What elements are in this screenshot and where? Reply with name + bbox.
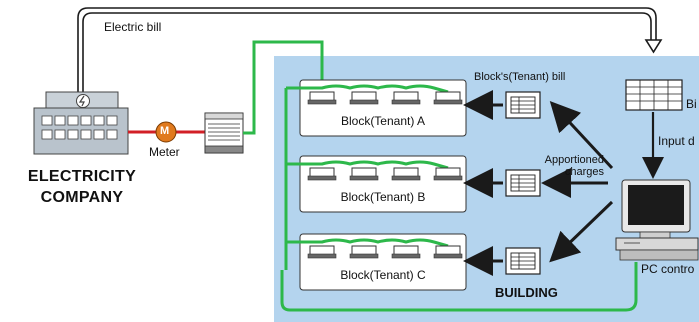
indoor-unit-icon [307, 167, 337, 181]
apportioned-line1: Apportioned [544, 154, 604, 166]
pc-control-label: PC contro [641, 262, 695, 276]
block-label: Block(Tenant) B [340, 190, 426, 204]
indoor-unit-icon [391, 91, 421, 105]
tenant-bill-icon [505, 169, 541, 197]
company-label-line2: COMPANY [40, 189, 124, 206]
input-data-label: Input d [658, 134, 695, 148]
indoor-unit-icon [391, 245, 421, 259]
billing-table-icon [625, 79, 683, 111]
meter-icon [155, 121, 177, 143]
green-unit-wire [286, 84, 449, 94]
tenant-bill-icon [505, 247, 541, 275]
company-window [93, 129, 105, 140]
tenant-bill-label: Block's(Tenant) bill [474, 71, 566, 83]
tenant-bill-icon [505, 91, 541, 119]
company-window [41, 129, 53, 140]
pc-icon [615, 179, 699, 261]
block-label: Block(Tenant) A [340, 114, 426, 128]
indoor-unit-icon [433, 167, 463, 181]
indoor-unit-icon [391, 167, 421, 181]
company-window [106, 115, 118, 126]
pc-to-bill-c-arrow [549, 200, 614, 263]
company-window [54, 129, 66, 140]
company-window [106, 129, 118, 140]
apportioned-charges-label: Apportioned charges [532, 154, 604, 178]
indoor-unit-icon [433, 91, 463, 105]
company-window [67, 115, 79, 126]
green-supply-wire [243, 40, 324, 135]
billing-data-label: Bi [686, 97, 697, 111]
indoor-unit-icon [307, 91, 337, 105]
company-label-line1: ELECTRICITY [27, 168, 137, 185]
indoor-unit-icon [349, 167, 379, 181]
green-unit-wire [286, 238, 449, 248]
block-tenant-c [286, 233, 467, 291]
block-label: Block(Tenant) C [340, 268, 426, 282]
meter-label: Meter [149, 145, 180, 159]
indoor-unit-icon [349, 91, 379, 105]
company-label: ELECTRICITY COMPANY [18, 166, 146, 208]
company-window [80, 129, 92, 140]
indoor-unit-icon [433, 245, 463, 259]
electric-bill-label: Electric bill [104, 20, 162, 34]
indoor-unit-icon [349, 245, 379, 259]
indoor-unit-icon [307, 245, 337, 259]
building-label: BUILDING [495, 285, 558, 300]
company-window [54, 115, 66, 126]
outdoor-unit-icon [204, 112, 244, 154]
company-window [67, 129, 79, 140]
green-control-wire [280, 262, 638, 312]
green-unit-wire [286, 160, 449, 170]
company-window [80, 115, 92, 126]
block-tenant-b [286, 155, 467, 213]
company-window [41, 115, 53, 126]
pc-to-bill-a-arrow [549, 101, 614, 170]
meter-symbol: M [160, 125, 170, 137]
block-tenant-a [286, 79, 467, 137]
electric-bill-line [77, 7, 663, 92]
apportioned-line2: charges [564, 166, 604, 178]
electricity-company-building-icon [33, 91, 129, 155]
company-window [93, 115, 105, 126]
